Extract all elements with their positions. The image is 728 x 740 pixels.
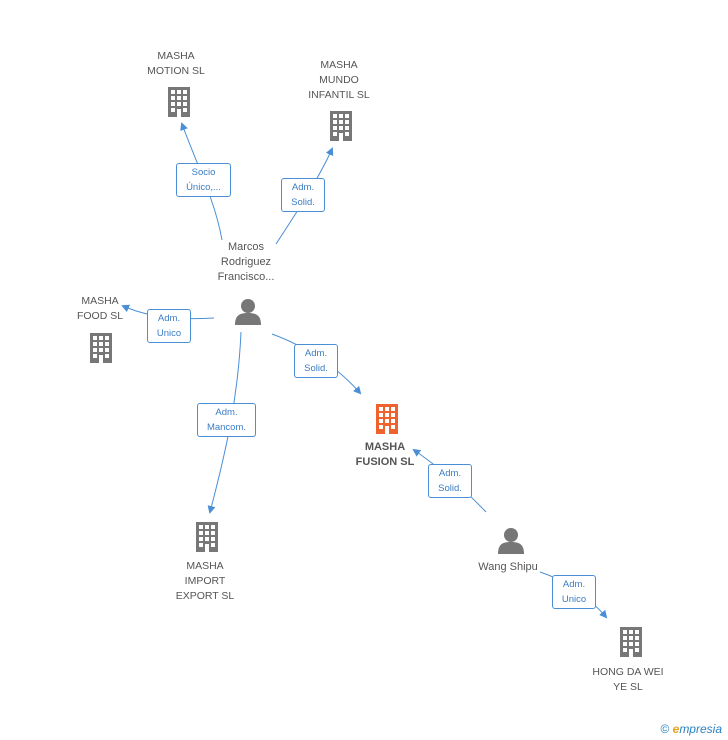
- person-label-marcos[interactable]: Marcos Rodriguez Francisco...: [217, 241, 275, 283]
- building-icon-masha-mundo[interactable]: [330, 111, 352, 141]
- building-icon-masha-motion[interactable]: [168, 87, 190, 117]
- edge-label-adm-solid-fusion: Adm. Solid.: [294, 344, 338, 378]
- person-icon-marcos[interactable]: [235, 299, 261, 325]
- edge-label-socio-unico: Socio Único,...: [176, 163, 231, 197]
- brand-footer: © empresia: [660, 722, 722, 736]
- building-icon-masha-fusion[interactable]: [376, 404, 398, 434]
- edge-label-adm-solid-wang: Adm. Solid.: [428, 464, 472, 498]
- copyright-icon: ©: [660, 722, 670, 736]
- edge-label-adm-unico-food: Adm. Unico: [147, 309, 191, 343]
- company-label-hong-da[interactable]: HONG DA WEI YE SL: [592, 666, 664, 693]
- person-icon-wang[interactable]: [498, 528, 524, 554]
- company-label-masha-fusion[interactable]: MASHA FUSION SL: [355, 441, 415, 468]
- company-label-masha-mundo[interactable]: MASHA MUNDO INFANTIL SL: [308, 59, 370, 101]
- brand-logo-text: mpresia: [679, 722, 722, 736]
- edge-label-adm-unico-hong: Adm. Unico: [552, 575, 596, 609]
- building-icon-hong-da[interactable]: [620, 627, 642, 657]
- person-label-wang[interactable]: Wang Shipu: [478, 561, 538, 573]
- company-label-masha-motion[interactable]: MASHA MOTION SL: [147, 50, 205, 77]
- company-label-masha-food[interactable]: MASHA FOOD SL: [76, 295, 124, 322]
- building-icon-masha-import[interactable]: [196, 522, 218, 552]
- company-label-masha-import[interactable]: MASHA IMPORT EXPORT SL: [175, 560, 235, 602]
- building-icon-masha-food[interactable]: [90, 333, 112, 363]
- edge-label-adm-mancom: Adm. Mancom.: [197, 403, 256, 437]
- brand-logo-e: e: [672, 722, 680, 736]
- edge-label-adm-solid-mundo: Adm. Solid.: [281, 178, 325, 212]
